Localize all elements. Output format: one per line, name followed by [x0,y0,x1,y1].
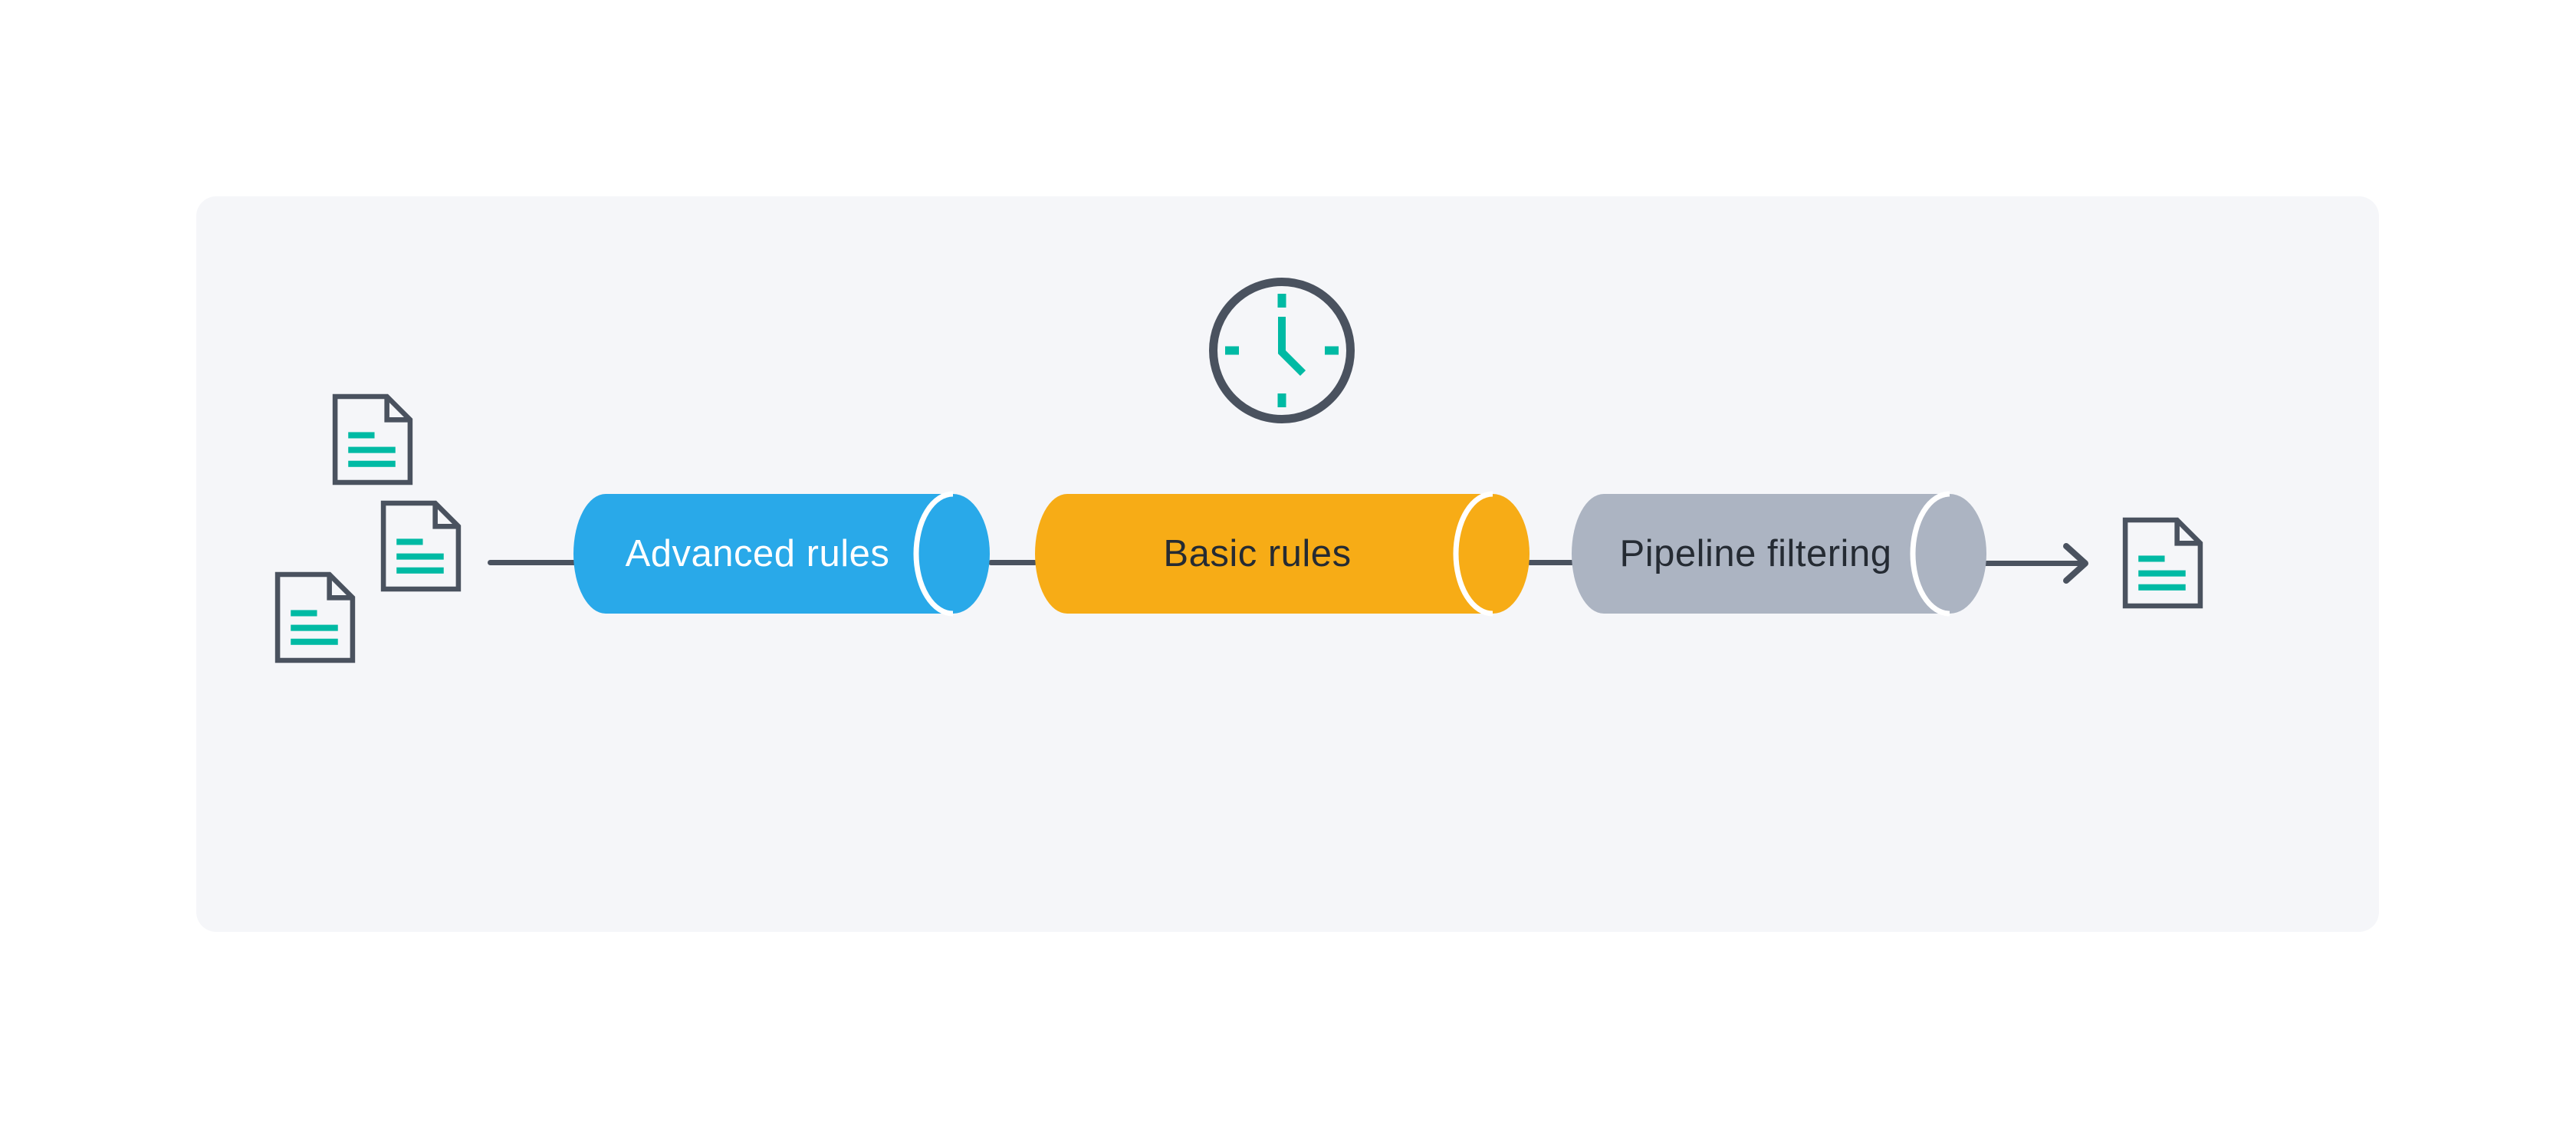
cylinder-body [573,494,953,614]
stage-label: Basic rules [1163,533,1351,574]
clock-tick-12 [1277,294,1286,308]
input-document-icon-1 [332,393,413,486]
arrow-right-icon [1983,543,2088,584]
stage-label: Pipeline filtering [1620,533,1892,574]
cylinder-body [1035,494,1493,614]
clock-icon [1209,278,1355,423]
cylinder-cap [1913,494,1986,614]
input-document-icon-2 [380,500,462,592]
connector-line-input [488,560,578,565]
cylinder-cap [1456,494,1530,614]
cylinder-body [1572,494,1950,614]
cylinder-cap-rim [1910,491,1950,617]
connector-line-basic-pipeline [1527,560,1575,565]
stage-basic-rules: Basic rules [1035,491,1530,617]
cylinder-cap-rim [913,491,954,617]
stage-pipeline-filtering: Pipeline filtering [1572,491,1986,617]
stage-advanced-rules: Advanced rules [573,491,990,617]
cylinder-cap-rim [1453,491,1493,617]
input-document-icon-3 [274,571,356,663]
clock-tick-9 [1225,346,1239,355]
output-document-icon [2122,517,2203,609]
cylinder-cap [916,494,990,614]
arrow-head [2063,543,2088,584]
clock-face [1209,278,1355,423]
connector-line-advanced-basic [988,560,1037,565]
stage-label: Advanced rules [626,533,890,574]
clock-hands [1278,317,1306,377]
clock-tick-6 [1277,393,1286,407]
clock-tick-3 [1325,346,1339,355]
